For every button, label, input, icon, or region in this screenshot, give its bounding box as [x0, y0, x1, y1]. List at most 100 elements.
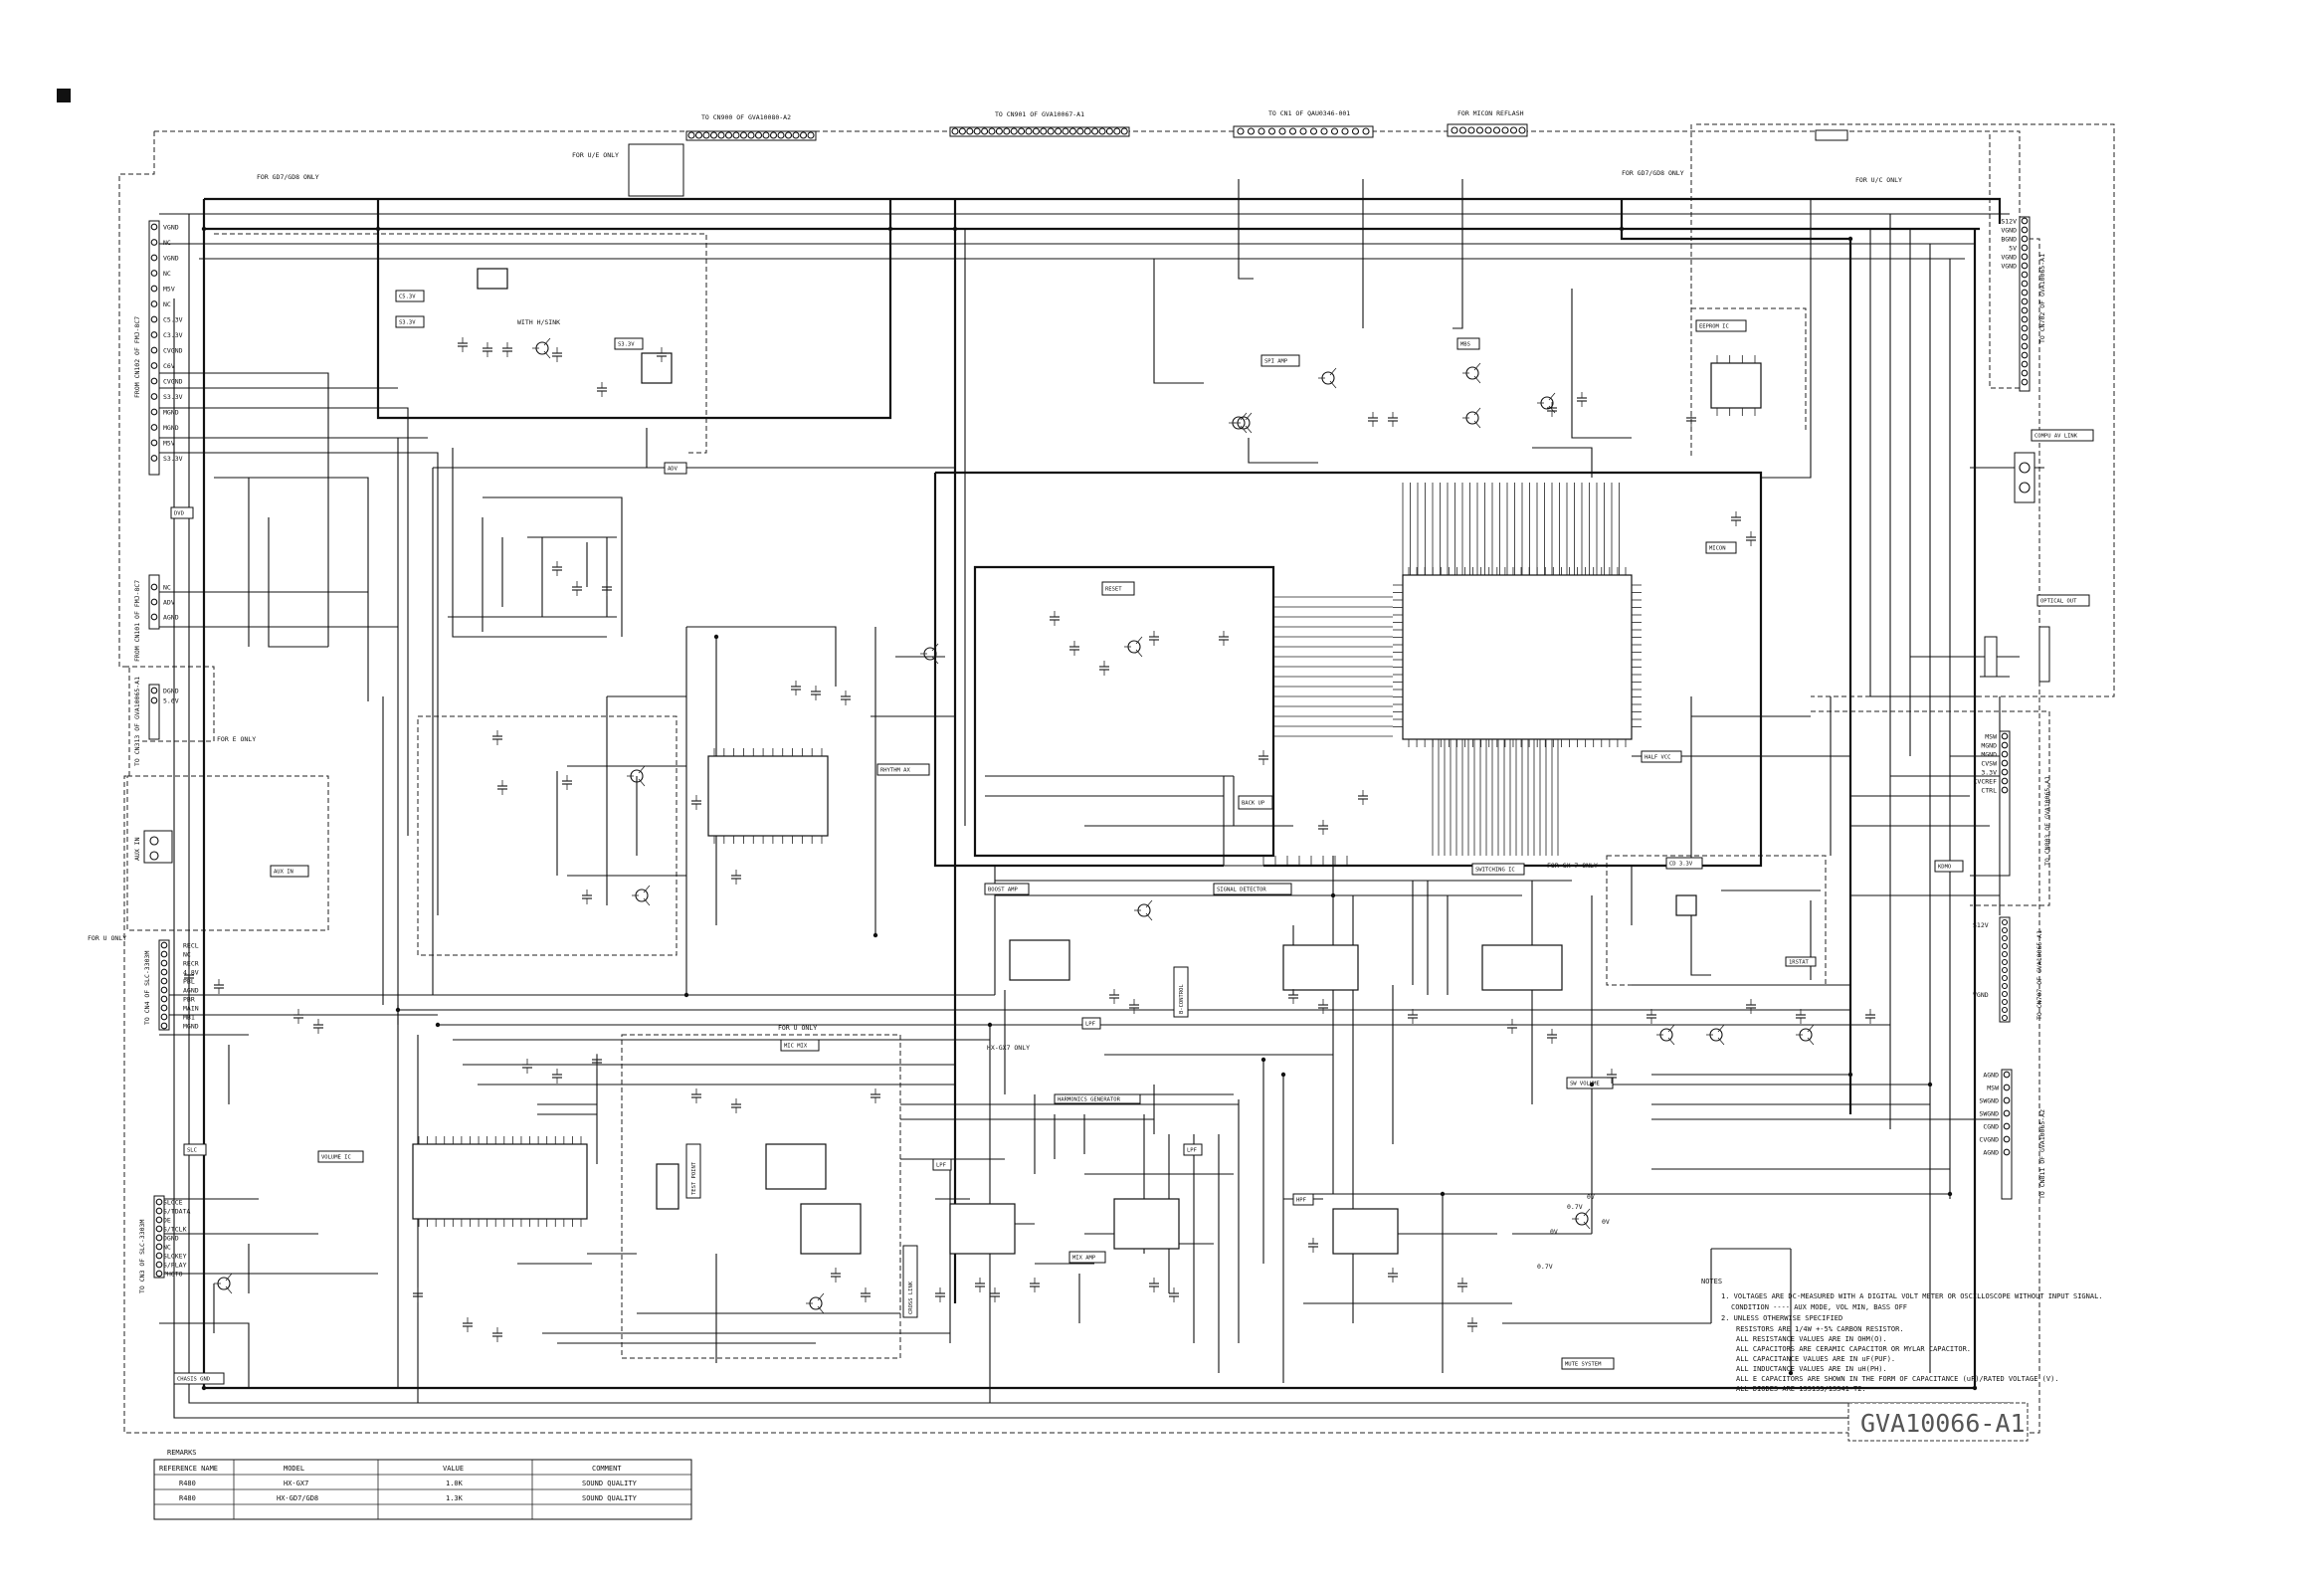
junction-dot	[375, 226, 381, 232]
junction-dot	[1589, 1082, 1595, 1087]
pin-label: S3.3V	[163, 455, 183, 463]
svg-text:R480: R480	[179, 1494, 196, 1502]
connector-pin	[150, 613, 158, 621]
svg-text:FROM CN101 OF FMJ-8C7: FROM CN101 OF FMJ-8C7	[133, 580, 141, 662]
block-kdmo: KDMO	[1934, 860, 1964, 873]
svg-text:NOTES: NOTES	[1701, 1278, 1722, 1285]
connector-pin	[799, 131, 808, 139]
block-bcontrol: B-CONTROL	[1173, 966, 1189, 1018]
connector-pin	[150, 223, 158, 231]
model-id-box: GVA10066-A1	[1847, 1402, 2029, 1442]
test-point-pads	[656, 1163, 679, 1210]
connector-pin	[777, 131, 785, 139]
block-ss3: S3.3V	[614, 337, 644, 350]
pin-label: CVSW	[1981, 760, 1997, 768]
pin-label: S/TCLK	[163, 1226, 187, 1234]
connector-pin	[747, 131, 755, 139]
svg-text:MIX AMP: MIX AMP	[1072, 1256, 1096, 1262]
optical-out	[1984, 626, 2050, 683]
svg-text:S3.3V: S3.3V	[618, 342, 635, 348]
svg-text:AUX IN: AUX IN	[274, 870, 293, 876]
connector-pin	[973, 127, 981, 135]
pin-label: MSW	[1987, 1085, 1999, 1092]
pin-label: 4.8V	[183, 969, 199, 977]
block-lpf3: LPF	[1183, 1143, 1203, 1156]
svg-text:1RSTAT: 1RSTAT	[1789, 960, 1810, 966]
svg-text:VALUE: VALUE	[443, 1465, 464, 1473]
connector-pin	[2003, 1109, 2011, 1117]
connector-pin	[694, 131, 703, 139]
connector-pin	[732, 131, 740, 139]
eeprom-chip	[1710, 355, 1762, 416]
connector-pin	[2021, 378, 2029, 386]
pin-label: NC	[183, 951, 191, 959]
pin-label: CVGND	[163, 378, 183, 386]
pin-label: M5V	[163, 286, 175, 294]
connector-pin	[2001, 741, 2009, 749]
pin-label: S12V	[2001, 218, 2017, 226]
connector-pin	[160, 959, 168, 967]
connector-pin	[2001, 998, 2009, 1006]
svg-text:TO CN803 OF GVA10065-A1: TO CN803 OF GVA10065-A1	[2043, 776, 2051, 866]
connector-pin	[981, 127, 989, 135]
svg-text:HX-GX7: HX-GX7	[284, 1480, 308, 1487]
connector-pin	[160, 1013, 168, 1021]
connector-pin	[1105, 127, 1113, 135]
block-micon: MICON	[1705, 541, 1737, 554]
connector-pin	[2001, 982, 2009, 990]
note-hx-gx7: HX-GX7 ONLY	[987, 1044, 1030, 1052]
pin-label: AGND	[163, 614, 179, 622]
pin-label: PBR	[183, 996, 195, 1004]
connector-pin	[160, 950, 168, 958]
svg-text:1. VOLTAGES ARE DC-MEASURED WI: 1. VOLTAGES ARE DC-MEASURED WITH A DIGIT…	[1721, 1292, 2103, 1300]
svg-text:REFERENCE NAME: REFERENCE NAME	[159, 1465, 218, 1473]
svg-text:TO CN707 OF GVA10065-A1: TO CN707 OF GVA10065-A1	[2035, 930, 2043, 1020]
mic-mix-chip-2	[800, 1203, 862, 1255]
svg-text:TO CN4 OF SLC-3303M: TO CN4 OF SLC-3303M	[143, 951, 151, 1025]
connector-pin	[2001, 990, 2009, 998]
pin-label: MGND	[163, 424, 179, 432]
connector-pin	[2021, 217, 2029, 225]
svg-text:COMMENT: COMMENT	[592, 1465, 622, 1473]
svg-text:CONDITION ---- AUX MODE, VOL M: CONDITION ---- AUX MODE, VOL MIN, BASS O…	[1731, 1303, 1907, 1311]
note-us: FOR U/E ONLY	[572, 151, 619, 159]
connector-pin	[160, 1022, 168, 1030]
junction-dot	[872, 932, 878, 938]
notes: NOTES 1. VOLTAGES ARE DC-MEASURED WITH A…	[1701, 1278, 2103, 1393]
connector-pin	[1247, 127, 1256, 135]
top-connector-cn900: TO CN900 OF GVA10080-A2	[685, 113, 817, 141]
connector-pin	[160, 968, 168, 976]
block-compu: COMPU AV LINK	[2031, 429, 2094, 442]
aux-jack: AUX IN	[133, 830, 173, 864]
block-mbs: MBS	[1456, 337, 1480, 350]
s33-reg	[641, 352, 673, 384]
connector-pin	[150, 439, 158, 447]
left-connector-cn102: VGNDNCVGNDNCM5VNCC5.3VC3.3VCVGNDC6VCVGND…	[133, 220, 183, 476]
pin-label: SWGND	[1979, 1110, 1999, 1118]
junction-dot	[1972, 1385, 1978, 1391]
connector-pin	[1475, 126, 1484, 134]
svg-text:1.0K: 1.0K	[446, 1480, 464, 1487]
connector-pin	[155, 1261, 163, 1269]
top-connector-cn901: TO CN901 OF GVA10067-A1	[949, 110, 1130, 137]
svg-text:2. UNLESS OTHERWISE SPECIFIED: 2. UNLESS OTHERWISE SPECIFIED	[1721, 1314, 1842, 1322]
connector-pin	[2021, 369, 2029, 377]
svg-text:SIGNAL DETECTOR: SIGNAL DETECTOR	[1217, 888, 1266, 893]
connector-pin	[150, 300, 158, 307]
connector-pin	[2001, 934, 2009, 942]
svg-text:HX-GD7/GD8: HX-GD7/GD8	[277, 1494, 318, 1502]
connector-pin	[2003, 1148, 2011, 1156]
connector-pin	[150, 254, 158, 262]
svg-text:LPF: LPF	[1085, 1022, 1095, 1028]
junction-dot	[1280, 1072, 1286, 1078]
connector-pin	[1003, 127, 1011, 135]
connector-pin	[2001, 768, 2009, 776]
connector-pin	[2001, 1006, 2009, 1014]
svg-text:SWITCHING IC: SWITCHING IC	[1475, 868, 1515, 874]
connector-pin	[155, 1234, 163, 1242]
connector-pin	[1062, 127, 1069, 135]
junction-dot	[395, 1007, 401, 1013]
svg-text:FROM CN102 OF FMJ-8C7: FROM CN102 OF FMJ-8C7	[133, 316, 141, 398]
connector-pin	[2001, 966, 2009, 974]
